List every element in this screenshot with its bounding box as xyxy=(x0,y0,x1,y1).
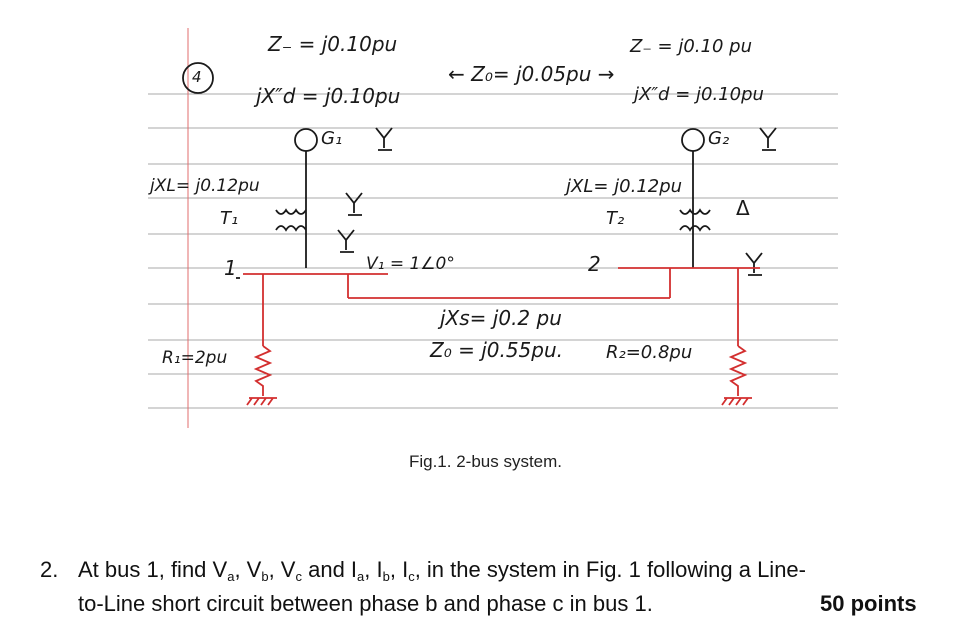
r2-label: R₂=0.8pu xyxy=(606,342,693,363)
g2-negative-seq-impedance: Z₋ = j0.10 pu xyxy=(630,36,752,57)
g2-subtransient-reactance: jX″d = j0.10pu xyxy=(634,84,764,105)
circuit-diagram: 4 Z₋ = j0.10pu jX″d = j0.10pu ← Z₀= j0.0… xyxy=(148,28,838,428)
t1-leakage-reactance: jXL= j0.12pu xyxy=(150,176,260,196)
generator-g1-symbol xyxy=(294,127,393,218)
zero-seq-impedance-generators: ← Z₀= j0.05pu → xyxy=(448,62,615,86)
question-line-2: to-Line short circuit between phase b an… xyxy=(78,591,653,616)
question-line-1: At bus 1, find Va, Vb, Vc and Ia, Ib, Ic… xyxy=(78,557,806,584)
g1-subtransient-reactance: jX″d = j0.10pu xyxy=(256,84,401,108)
figure-caption: Fig.1. 2-bus system. xyxy=(408,452,563,471)
problem-number: 4 xyxy=(192,68,202,86)
question-line-1-rest: in the system in Fig. 1 following a Line… xyxy=(426,557,806,582)
resistor-r2-symbol xyxy=(721,345,752,406)
sub-vc: c xyxy=(295,569,302,584)
question-line-1-prefix: At bus 1, find V xyxy=(78,557,228,582)
g2-label: G₂ xyxy=(708,128,730,149)
sub-ia: a xyxy=(357,569,365,584)
question-number: 2. xyxy=(40,557,59,582)
r1-label: R₁=2pu xyxy=(162,348,228,368)
circuit-drawing xyxy=(148,28,838,428)
t1-label: T₁ xyxy=(220,208,239,229)
t2-label: T₂ xyxy=(606,208,625,229)
line-positive-seq-impedance: jXs= j0.2 pu xyxy=(440,306,562,330)
transformer-t1-symbol xyxy=(275,192,363,268)
problem-number-circle xyxy=(182,62,214,94)
t2-leakage-reactance: jXL= j0.12pu xyxy=(566,176,683,197)
sub-ib: b xyxy=(382,569,390,584)
g1-label: G₁ xyxy=(321,128,343,149)
question-points: 50 points xyxy=(820,591,917,616)
sub-vb: b xyxy=(261,569,269,584)
sub-ic: c xyxy=(408,569,415,584)
network-lines xyxy=(243,267,760,346)
bus1-voltage: V₁ = 1∠0° xyxy=(366,254,455,274)
resistor-r1-symbol xyxy=(246,345,277,406)
generator-g2-symbol xyxy=(681,127,777,218)
delta-winding-symbol: Δ xyxy=(736,196,750,220)
line-zero-seq-impedance: Z₀ = j0.55pu. xyxy=(430,338,564,362)
g1-negative-seq-impedance: Z₋ = j0.10pu xyxy=(268,32,398,56)
bus1-label: 1 xyxy=(224,256,237,280)
sub-va: a xyxy=(227,569,235,584)
bus2-label: 2 xyxy=(588,252,601,276)
